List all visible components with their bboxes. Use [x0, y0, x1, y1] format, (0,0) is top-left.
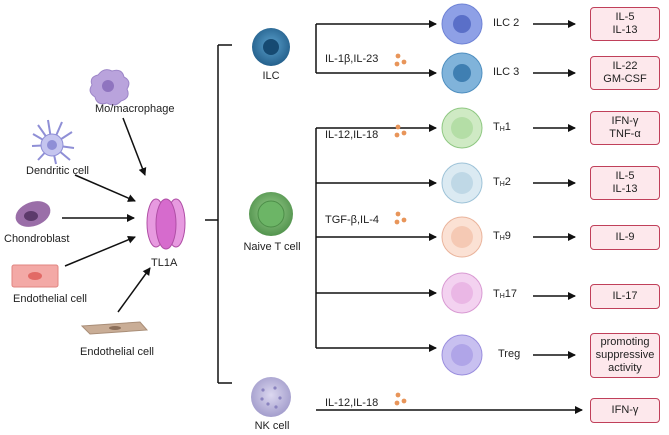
subset-cells [441, 3, 483, 376]
label-ilc2: ILC 2 [493, 17, 520, 29]
label-nk-cell: NK cell [254, 420, 290, 432]
cytokines-ilc: IL-1β,IL-23 [325, 53, 379, 65]
endothelial-cell-icon [11, 264, 59, 288]
label-ilc: ILC [262, 70, 280, 82]
label-th17: TH17 [493, 288, 518, 300]
source-arrows [62, 117, 151, 313]
macrophage-icon [89, 69, 130, 106]
label-naive-t-cell: Naive T cell [243, 241, 301, 253]
output-box-th17: IL-17 [590, 284, 660, 309]
output-box-ilc3: IL-22 GM-CSF [590, 56, 660, 90]
cytokine-dots [394, 53, 407, 406]
label-dendritic-cell: Dendritic cell [26, 165, 89, 177]
output-box-th1: IFN-γ TNF-α [590, 111, 660, 145]
endothelial-cell-flat-icon [80, 321, 149, 335]
output-box-th9: IL-9 [590, 225, 660, 250]
naive-branches [315, 124, 437, 352]
cytokines-nk: IL-12,IL-18 [325, 397, 379, 409]
label-treg: Treg [498, 348, 521, 360]
tl1a-icon [146, 198, 186, 250]
ilc-branches [315, 20, 437, 77]
label-ilc3: ILC 3 [493, 66, 520, 78]
label-endothelial-cell-1: Endothelial cell [13, 293, 87, 305]
label-th2: TH2 [493, 176, 511, 188]
output-box-nk: IFN-γ [590, 398, 660, 423]
cytokines-th9: TGF-β,IL-4 [325, 214, 379, 226]
label-th9: TH9 [493, 230, 511, 242]
cytokines-th1: IL-12,IL-18 [325, 129, 379, 141]
label-chondroblast: Chondroblast [4, 233, 70, 245]
output-box-th2: IL-5 IL-13 [590, 166, 660, 200]
label-mo-macrophage: Mo/macrophage [95, 103, 175, 115]
chondroblast-icon [15, 201, 51, 227]
nk-cell-icon [251, 377, 291, 417]
label-endothelial-cell-2: Endothelial cell [80, 346, 154, 358]
label-tl1a: TL1A [151, 257, 178, 269]
bracket [205, 44, 232, 384]
output-arrows [533, 20, 576, 359]
output-box-treg: promoting suppressive activity [590, 333, 660, 378]
label-th1: TH1 [493, 121, 511, 133]
dendritic-cell-icon [31, 119, 75, 165]
output-box-ilc2: IL-5 IL-13 [590, 7, 660, 41]
